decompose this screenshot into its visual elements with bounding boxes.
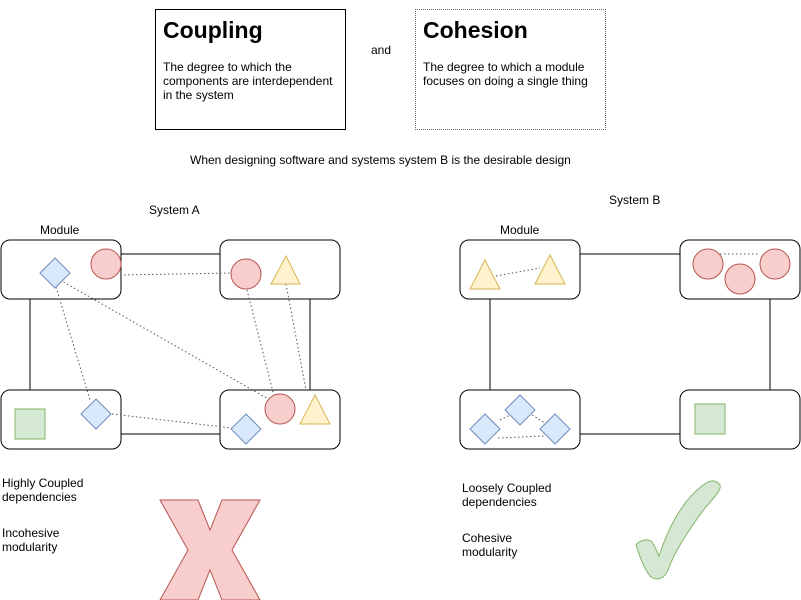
system-a-module-label: Module	[40, 223, 80, 237]
dependency-line	[495, 267, 541, 277]
diamond-shape	[230, 413, 262, 445]
system-b-note-cohesion: Cohesive modularity	[462, 531, 518, 559]
system-a-diagram	[0, 239, 341, 600]
circle-shape	[724, 263, 756, 295]
dependency-line	[245, 285, 275, 397]
circle-shape	[264, 393, 296, 425]
circle-shape	[692, 248, 724, 280]
cohesion-card: Cohesion The degree to which a module fo…	[415, 9, 606, 130]
diamond-shape	[539, 413, 571, 445]
triangle-shape	[270, 254, 301, 285]
coupling-title: Coupling	[163, 17, 263, 43]
design-statement: When designing software and systems syst…	[190, 153, 571, 167]
diamond-shape	[504, 394, 536, 426]
and-label: and	[371, 43, 392, 57]
system-b-note-coupling: Loosely Coupled dependencies	[462, 481, 552, 509]
system-b-diagram	[459, 239, 801, 580]
cohesion-description: The degree to which a module focuses on …	[423, 60, 588, 88]
cross-icon	[159, 499, 261, 600]
dependency-line	[55, 286, 91, 401]
circle-shape	[759, 248, 791, 280]
square-shape	[694, 403, 726, 435]
system-a-note-coupling: Highly Coupled dependencies	[2, 476, 84, 504]
dependency-line	[111, 413, 233, 429]
module-box	[459, 239, 581, 300]
system-b-title: System B	[609, 193, 661, 207]
triangle-shape	[299, 393, 331, 425]
cohesion-title: Cohesion	[423, 17, 528, 43]
diamond-shape	[469, 413, 501, 445]
dependency-line	[119, 272, 233, 276]
triangle-shape	[534, 253, 566, 285]
coupling-card: Coupling The degree to which the compone…	[155, 9, 346, 130]
diamond-shape	[39, 257, 71, 289]
system-a-note-cohesion: Incohesive modularity	[2, 526, 60, 554]
square-shape	[14, 408, 46, 440]
system-b-module-label: Module	[500, 223, 540, 237]
triangle-shape	[469, 258, 501, 290]
circle-shape	[230, 258, 262, 290]
dependency-line	[531, 414, 549, 426]
coupling-description: The degree to which the components are i…	[163, 60, 333, 102]
check-icon	[635, 480, 721, 580]
dependency-line	[285, 283, 307, 391]
system-a-title: System A	[149, 203, 200, 217]
diamond-shape	[80, 398, 112, 430]
dependency-line	[59, 279, 271, 401]
circle-shape	[90, 248, 122, 280]
